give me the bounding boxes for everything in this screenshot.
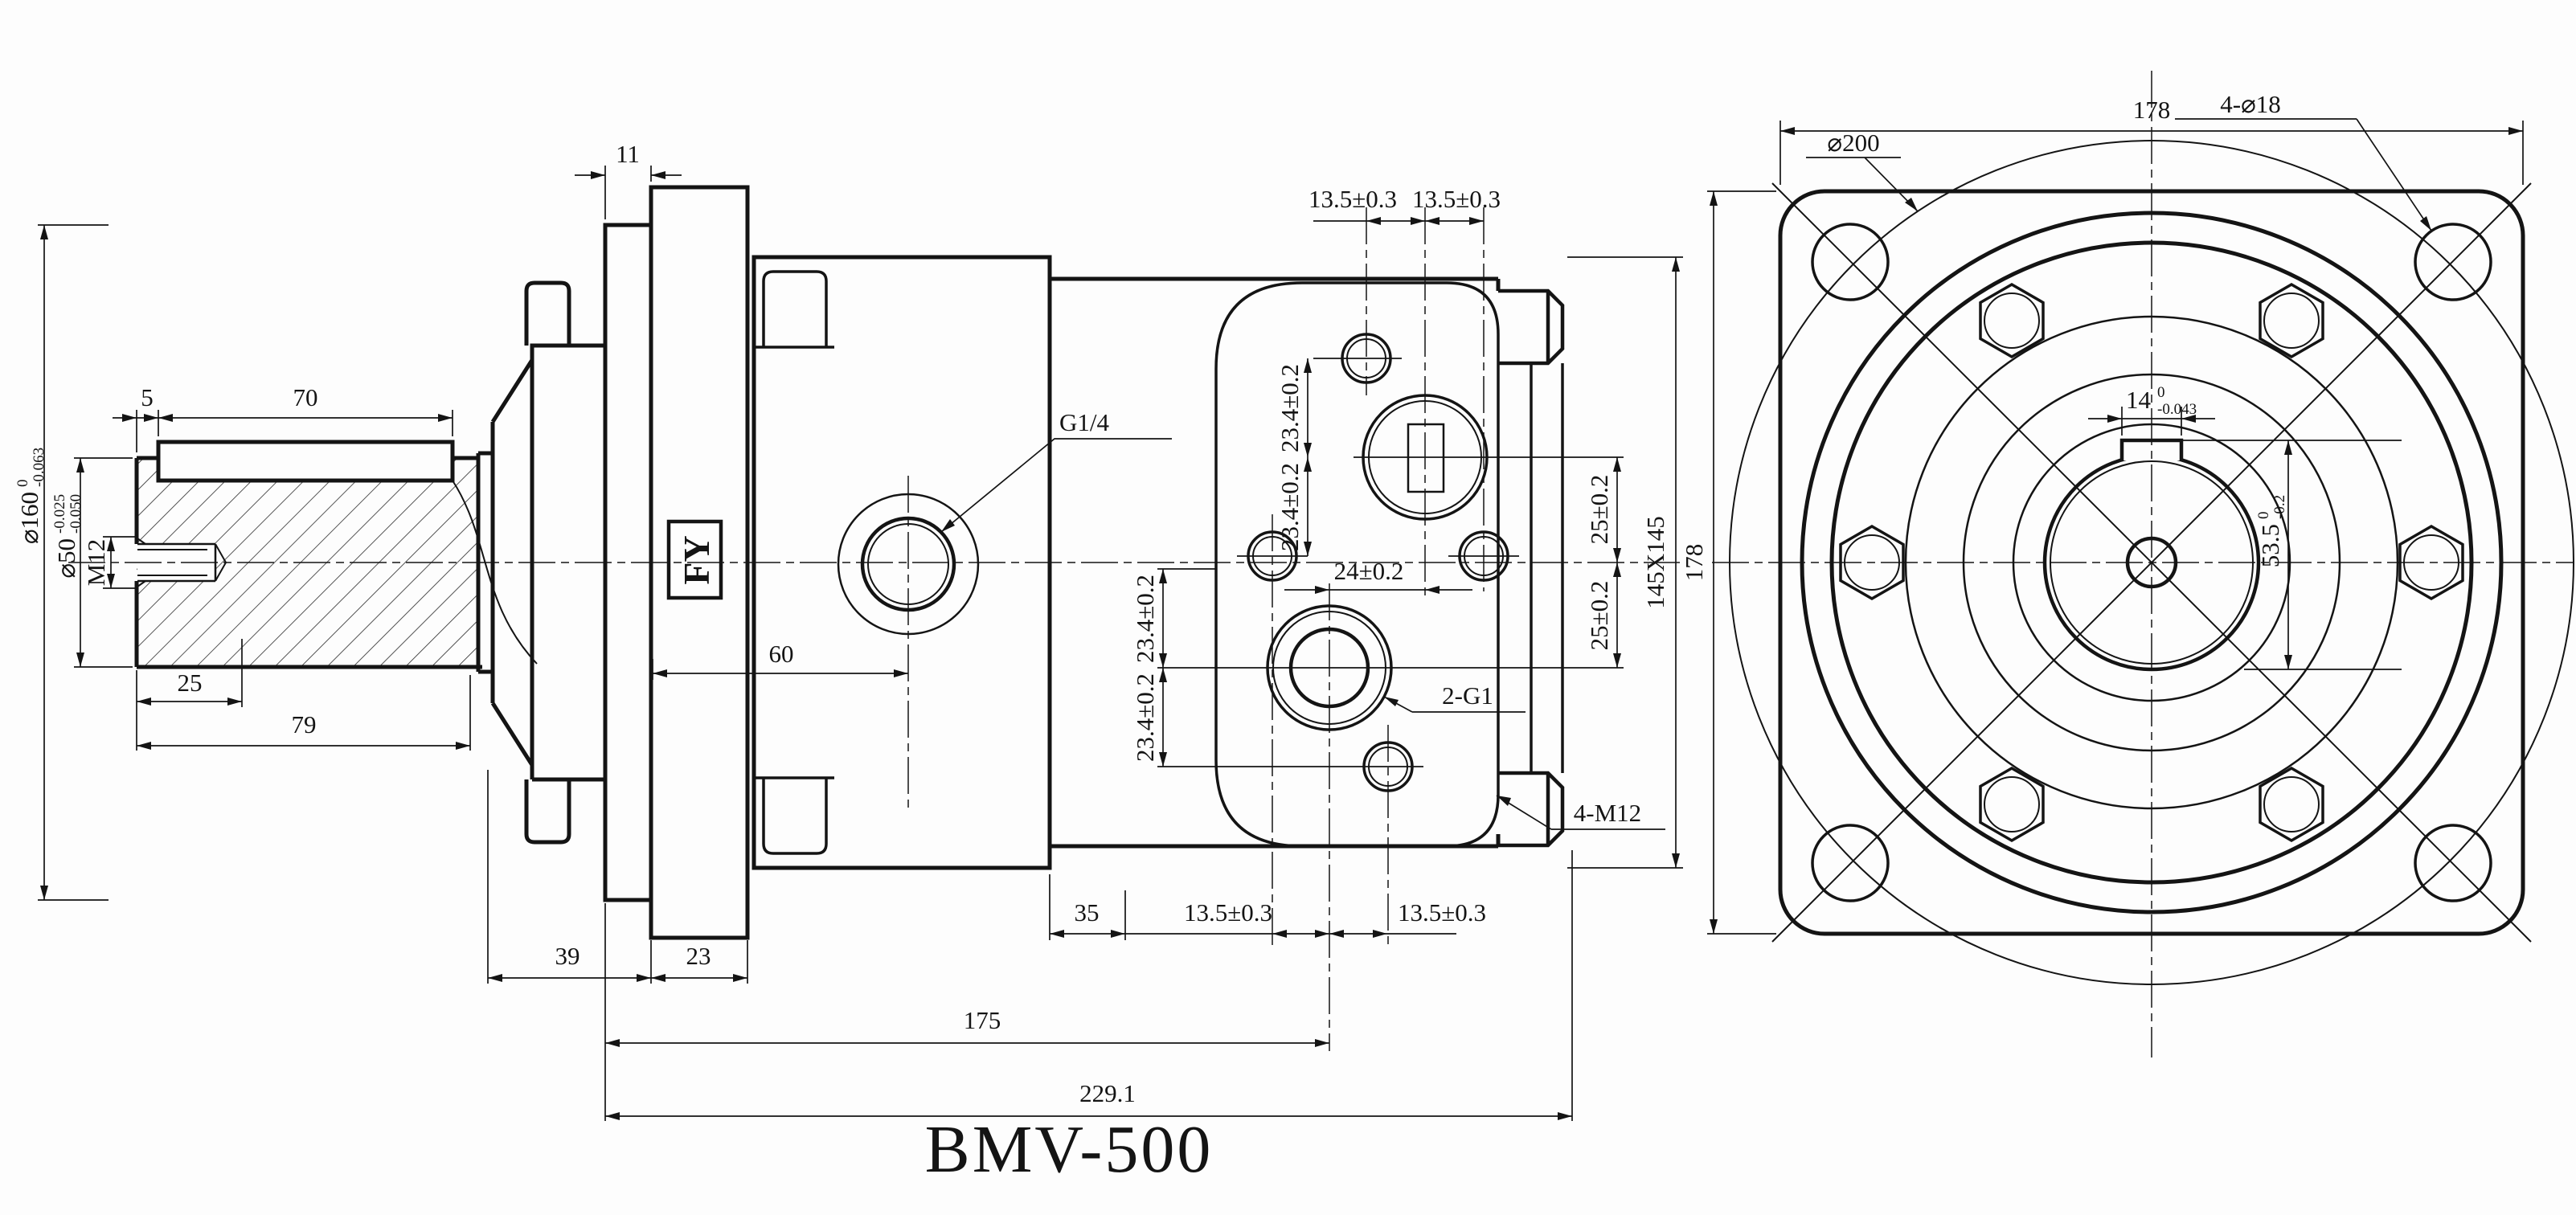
dim-total-length: 229.1 — [1079, 1079, 1136, 1107]
fy-label: FY — [676, 535, 717, 584]
fy-tag: FY — [666, 519, 723, 600]
svg-text:-0.050: -0.050 — [68, 494, 84, 534]
dim-port-from-face: 60 — [769, 640, 794, 668]
dim-port-pitch-bottom-left: 13.5±0.3 — [1184, 898, 1272, 927]
front-view-centerlines — [1712, 71, 2574, 1058]
front-view-dimension-texts: 178 ⌀200 4-⌀18 14 0 -0.043 53.5 0 -0.2 — [1827, 90, 2288, 567]
dim-shaft-dia: ⌀50 -0.025 -0.050 — [51, 494, 84, 579]
dim-pilot-dia: ⌀160 0 -0.063 — [14, 448, 47, 544]
dim-hole-chain-lower-1: 23.4±0.2 — [1131, 575, 1159, 663]
dim-key-height: 53.5 0 -0.2 — [2255, 495, 2288, 567]
dim-block-offset: 35 — [1075, 898, 1100, 927]
dim-port-pitch-top-left: 13.5±0.3 — [1308, 185, 1397, 213]
dim-bolt-circle: ⌀200 — [1827, 129, 1879, 157]
dim-hole-chain-lower-2: 23.4±0.2 — [1131, 673, 1159, 762]
svg-text:⌀50: ⌀50 — [52, 538, 80, 579]
label-g-quarter: G1/4 — [1059, 408, 1110, 436]
svg-text:53.5: 53.5 — [2256, 524, 2284, 567]
svg-text:0: 0 — [2255, 512, 2272, 520]
dim-port-offset-h: 24±0.2 — [1334, 557, 1404, 585]
dim-key-offset: 5 — [141, 383, 154, 411]
dim-front-flange-height: 178 — [1680, 544, 1708, 582]
drawing-title: BMV-500 — [925, 1112, 1214, 1187]
dim-port-center-length: 175 — [964, 1006, 1001, 1034]
side-view-arrowheads — [40, 171, 1718, 1120]
dim-hole-chain-upper-2: 23.4±0.2 — [1276, 463, 1304, 551]
dim-bell-length: 39 — [555, 942, 580, 970]
label-four-m12: 4-M12 — [1574, 799, 1641, 827]
dim-hole-chain-upper-1: 23.4±0.2 — [1276, 364, 1304, 452]
dim-key-width: 14 0 -0.043 — [2126, 384, 2197, 418]
svg-text:14: 14 — [2126, 386, 2152, 414]
label-two-g1: 2-G1 — [1442, 681, 1493, 710]
side-view-dimension-lines — [38, 166, 1776, 1121]
side-view-dimension-texts: 11 5 70 25 79 60 M12 ⌀50 -0.025 -0.050 ⌀… — [14, 140, 1708, 1107]
dim-corner-holes: 4-⌀18 — [2220, 90, 2281, 118]
dim-thread-label: M12 — [82, 539, 110, 587]
dim-port-pitch-bottom-right: 13.5±0.3 — [1398, 898, 1486, 927]
dim-body-square: 145X145 — [1641, 516, 1669, 608]
dim-collar-width: 11 — [616, 140, 640, 168]
svg-text:0: 0 — [2157, 384, 2165, 401]
svg-text:0: 0 — [14, 480, 31, 488]
svg-text:⌀160: ⌀160 — [15, 492, 43, 544]
svg-text:-0.043: -0.043 — [2157, 401, 2197, 418]
dim-port-offset-v-lower: 25±0.2 — [1585, 581, 1613, 651]
svg-text:-0.025: -0.025 — [51, 494, 68, 534]
svg-text:-0.2: -0.2 — [2271, 495, 2288, 519]
side-view-centerlines — [68, 207, 1680, 1051]
front-view-arrowheads — [1780, 127, 2523, 669]
dim-key-length: 70 — [293, 383, 318, 411]
dim-port-pitch-top-right: 13.5±0.3 — [1412, 185, 1501, 213]
dim-port-offset-v-upper: 25±0.2 — [1585, 475, 1613, 545]
dim-front-flange-width: 178 — [2133, 96, 2171, 124]
svg-text:-0.063: -0.063 — [31, 448, 47, 487]
side-view: FY 11 5 70 25 79 60 M12 ⌀50 -0.025 -0.05… — [14, 140, 1776, 1121]
dim-shaft-length: 79 — [292, 710, 317, 738]
port-face — [837, 281, 1509, 848]
dim-thread-depth: 25 — [178, 669, 203, 697]
front-view: 178 ⌀200 4-⌀18 14 0 -0.043 53.5 0 -0.2 — [1712, 71, 2574, 1058]
shaft-thread-hole — [137, 538, 227, 587]
dim-flange-width: 23 — [686, 942, 711, 970]
front-view-diagonals — [1771, 182, 2532, 943]
